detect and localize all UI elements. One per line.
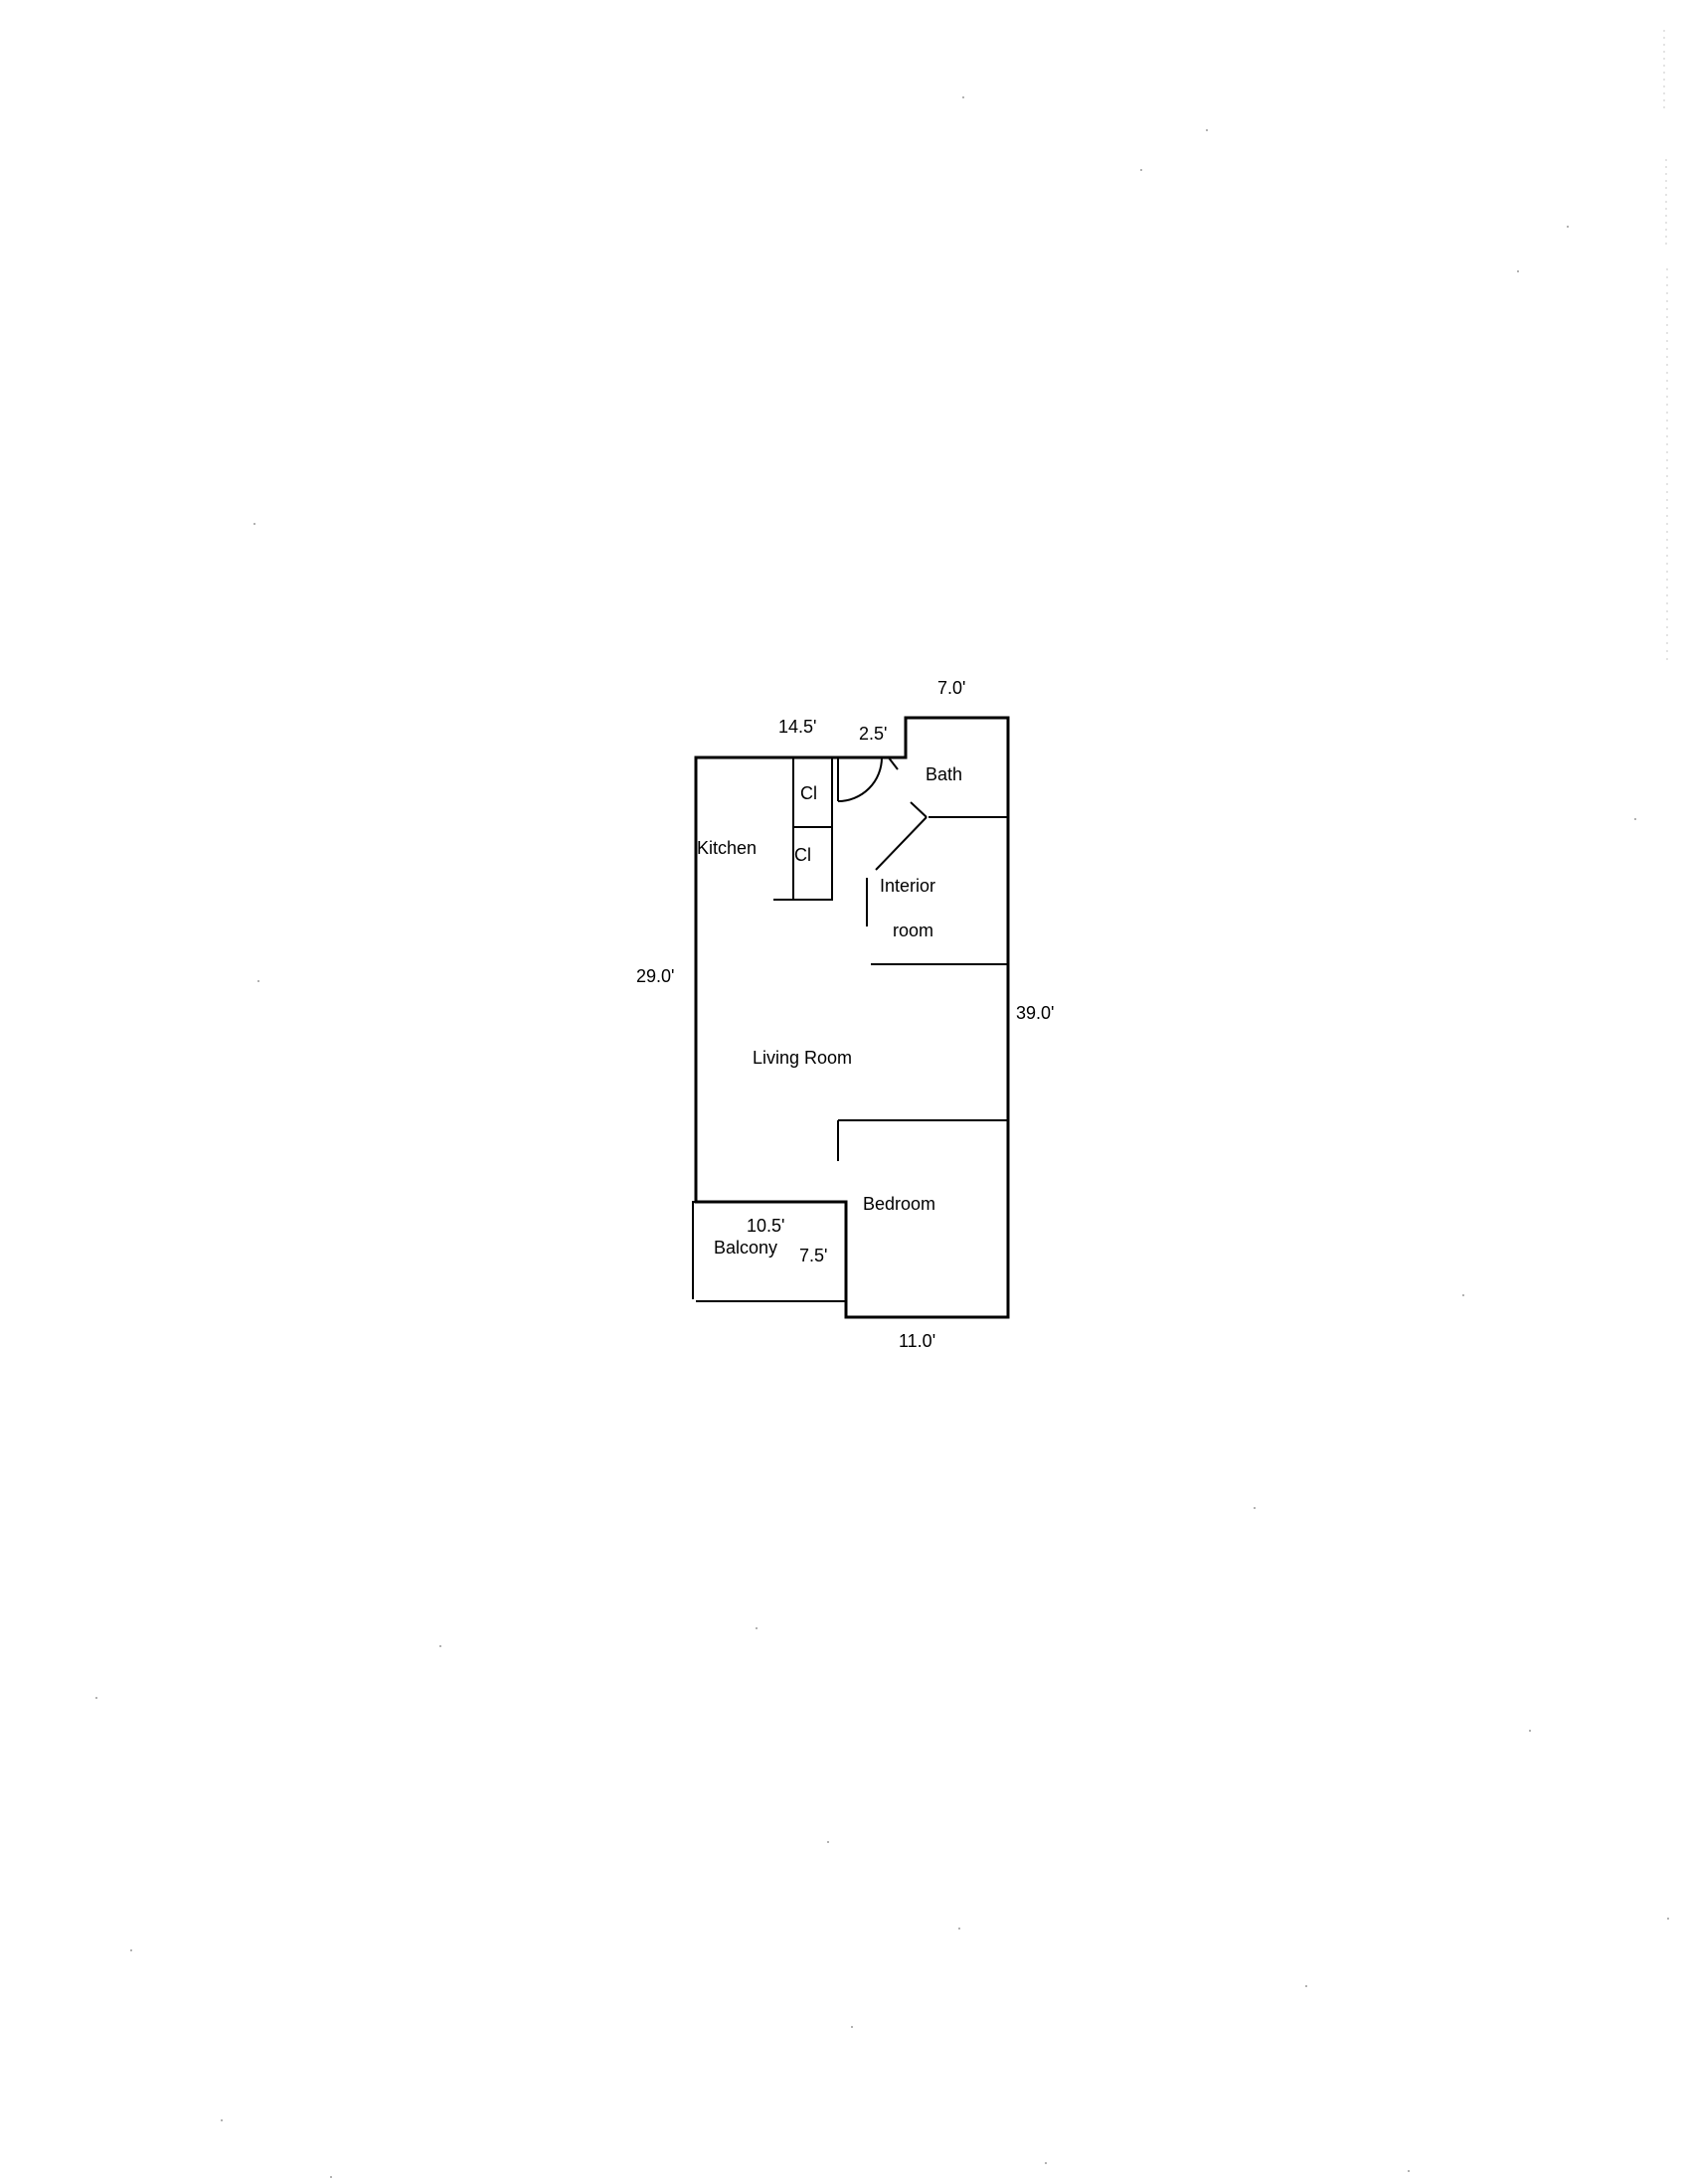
label-interior-line1: Interior <box>880 876 935 896</box>
dim-top-left-width: 14.5' <box>778 717 816 737</box>
interior-door-diagonal-b <box>875 816 928 871</box>
scan-edge-marks <box>1663 30 1668 666</box>
label-living-room: Living Room <box>753 1048 852 1068</box>
label-bath: Bath <box>926 764 962 784</box>
label-closet-upper: Cl <box>800 783 817 803</box>
bath-door-mark <box>887 756 899 770</box>
scan-noise <box>95 96 1669 2178</box>
dim-bath-width: 7.0' <box>937 678 965 698</box>
interior-door-diagonal-a <box>910 801 928 818</box>
label-closet-lower: Cl <box>794 845 811 865</box>
balcony-outline <box>692 1201 696 1299</box>
outer-wall <box>694 716 1010 1319</box>
label-kitchen: Kitchen <box>697 838 757 858</box>
dim-left-height: 29.0' <box>636 966 674 986</box>
dim-right-height: 39.0' <box>1016 1003 1054 1023</box>
door-swing-arc <box>837 756 883 802</box>
label-bedroom: Bedroom <box>863 1194 935 1214</box>
dim-balcony-depth: 7.5' <box>799 1246 827 1265</box>
label-interior-line2: room <box>893 921 933 940</box>
label-balcony: Balcony <box>714 1238 777 1258</box>
dim-bottom-width: 11.0' <box>899 1331 935 1351</box>
dim-balcony-width: 10.5' <box>747 1216 784 1236</box>
dim-top-step: 2.5' <box>859 724 887 744</box>
